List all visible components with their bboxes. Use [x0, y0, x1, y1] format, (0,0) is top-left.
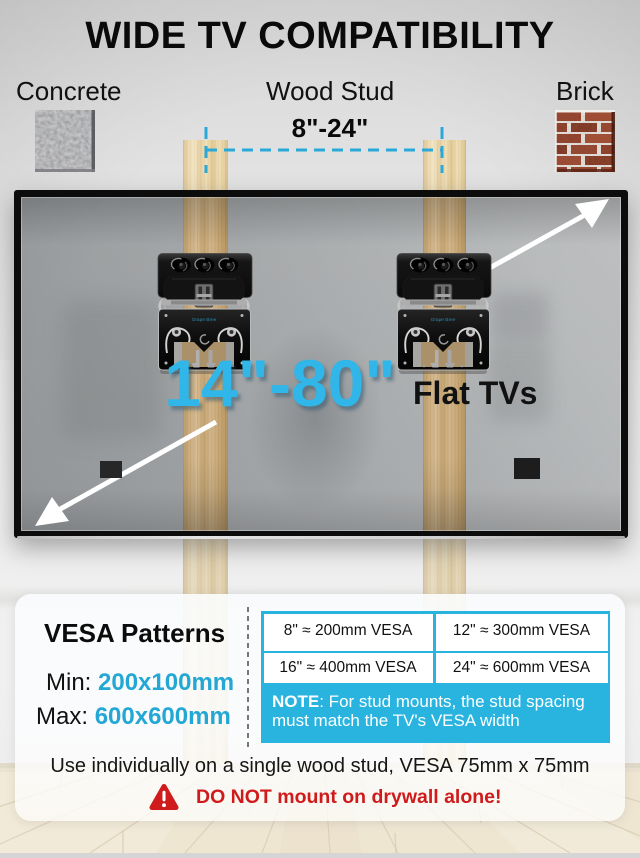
svg-text:Grape Bree: Grape Bree	[431, 317, 456, 323]
svg-text:Grape Bree: Grape Bree	[192, 317, 217, 323]
